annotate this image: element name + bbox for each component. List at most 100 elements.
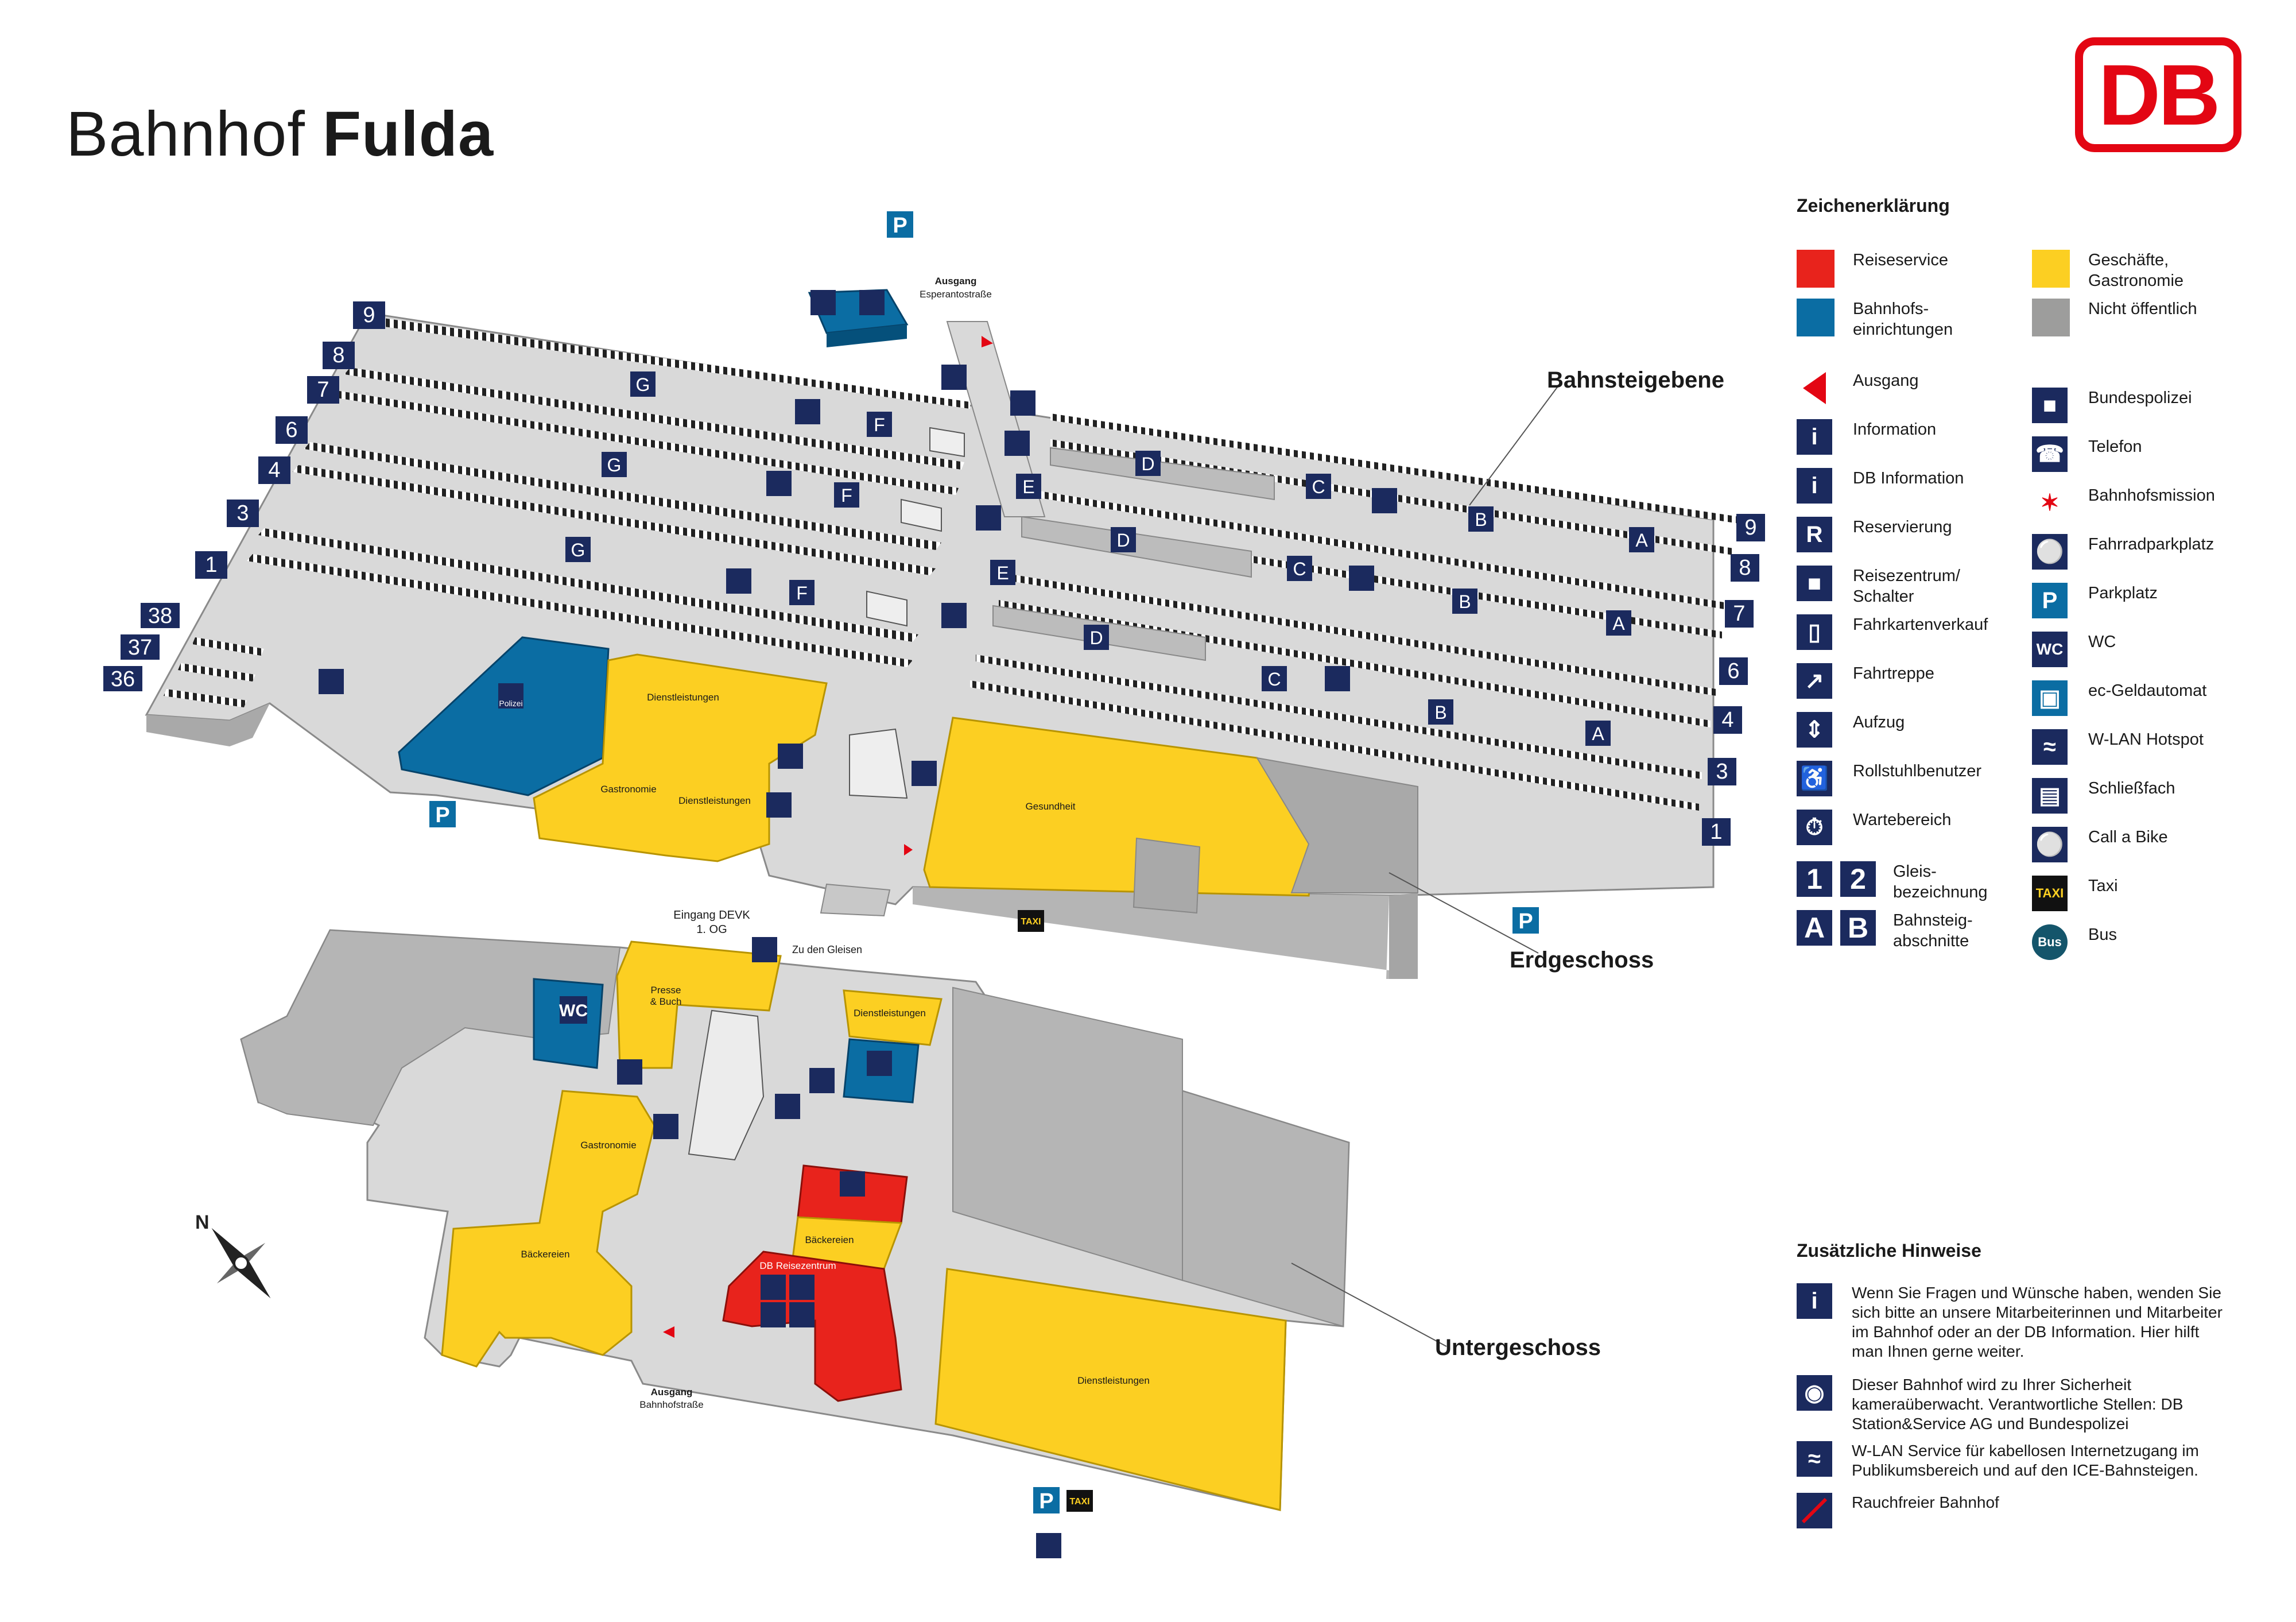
exit-label-top: Ausgang [935, 276, 977, 287]
federal-police-icon [498, 683, 523, 709]
station-name: Fulda [322, 99, 494, 169]
swatch-red [1797, 250, 1835, 288]
travel-center-icon [761, 1302, 786, 1327]
exit-arrow-icon [982, 336, 993, 347]
legend-color-label: Reiseservice [1853, 251, 1948, 269]
section-d-2: D [1116, 530, 1130, 551]
legend-color-label: Geschäfte, [2088, 251, 2169, 269]
waiting-area-icon: ⏱ [1797, 810, 1832, 845]
atm-icon [653, 1114, 678, 1139]
waiting-area-icon [1325, 666, 1350, 691]
track-number-sample: 1 [1797, 861, 1832, 897]
legend-label: Aufzug [1853, 713, 1905, 731]
wc-icon [560, 996, 587, 1024]
label-travel-center: DB Reisezentrum [759, 1260, 836, 1271]
bicycle-parking-icon: ⚪ [2032, 534, 2068, 570]
section-d-3: D [1089, 628, 1103, 648]
federal-police-icon: ■ [2032, 388, 2068, 423]
telephone-icon [1010, 390, 1035, 416]
parking-icon [429, 801, 456, 827]
legend-label: Schließfach [2088, 779, 2175, 798]
reservation-icon [789, 1302, 815, 1327]
waiting-area-icon [766, 471, 792, 496]
wheelchair-icon: ♿ [1797, 761, 1832, 796]
section-f-2: F [841, 485, 852, 506]
legend-color-shops: Geschäfte,Gastronomie [2032, 250, 2183, 291]
information-icon [789, 1275, 815, 1300]
legend-label: W-LAN Hotspot [2088, 730, 2204, 749]
wifi-icon: ≈ [2032, 729, 2068, 765]
information-icon [840, 1171, 865, 1197]
legend-item-police: ■ Bundespolizei [2032, 388, 2192, 423]
entrance-floor: 1. OG [696, 923, 727, 936]
legend-item-travel-center: ■Reisezentrum/Schalter [1797, 566, 1960, 607]
section-c-1: C [1312, 477, 1325, 497]
notes-title: Zusätzliche Hinweise [1797, 1240, 1981, 1261]
taxi-label-1: TAXI [1021, 917, 1041, 927]
label-press: Presse [651, 985, 681, 996]
track-9-right: 9 [1744, 516, 1756, 540]
compass-north: N [195, 1211, 210, 1233]
legend-item-callabike: ⚪Call a Bike [2032, 827, 2168, 862]
legend-item-tickets: ▯Fahrkartenverkauf [1797, 614, 1988, 650]
legend-color-label: einrichtungen [1853, 320, 1953, 339]
legend-label: Gleis- [1893, 862, 1937, 881]
track-7-right: 7 [1733, 602, 1745, 626]
legend-label: Fahrradparkplatz [2088, 535, 2214, 553]
legend-label: Schalter [1853, 587, 1914, 606]
legend-label: Fahrkartenverkauf [1853, 615, 1988, 634]
legend-item-wheelchair: ♿Rollstuhlbenutzer [1797, 761, 1981, 796]
parking-icon [1512, 907, 1539, 934]
legend-item-escalator: ↗Fahrtreppe [1797, 663, 1934, 699]
label-services-3: Dienstleistungen [854, 1008, 926, 1019]
note-wifi: ≈W-LAN Service für kabellosen Internetzu… [1797, 1441, 2225, 1480]
legend-label: Bundespolizei [2088, 389, 2192, 407]
section-e-1: E [1022, 477, 1034, 497]
station-mission-icon [859, 290, 885, 315]
parking-label-1: P [893, 214, 907, 238]
legend-color-facilities: Bahnhofs-einrichtungen [1797, 299, 1953, 340]
locker-icon: ▤ [2032, 778, 2068, 814]
legend-item-locker: ▤ Schließfach [2032, 778, 2175, 814]
taxi-icon: TAXI [2032, 876, 2068, 911]
non-public-block [1256, 757, 1418, 893]
label-bakery-2: Bäckereien [805, 1234, 854, 1245]
swatch-yellow [2032, 250, 2070, 288]
track-1-right: 1 [1710, 820, 1722, 844]
information-icon: i [1797, 1283, 1832, 1319]
legend-label: abschnitte [1893, 932, 1969, 950]
label-bakery-1: Bäckereien [521, 1249, 569, 1260]
basement-level [240, 929, 1350, 1511]
track-6-right: 6 [1727, 659, 1739, 683]
track-1-left: 1 [205, 553, 217, 577]
track-3-left: 3 [236, 501, 249, 525]
legend-label: Information [1853, 420, 1937, 439]
wc-label: WC [559, 1001, 588, 1020]
legend-label: Fahrtreppe [1853, 664, 1934, 683]
section-b-1: B [1475, 509, 1487, 530]
legend-item-wifi: ≈ W-LAN Hotspot [2032, 729, 2204, 765]
section-g-3: G [571, 540, 585, 560]
label-services-2: Dienstleistungen [678, 795, 751, 806]
waiting-area-icon [1372, 488, 1397, 513]
track-4-left: 4 [268, 458, 280, 482]
section-a-2: A [1612, 613, 1625, 634]
bicycle-parking-icon [319, 669, 344, 694]
travel-center-icon: ■ [1797, 566, 1832, 601]
swatch-blue [1797, 299, 1835, 336]
locker-icon [867, 1051, 892, 1076]
bakery-block-west [441, 1090, 656, 1368]
taxi-icon [1018, 910, 1044, 932]
reservation-icon: R [1797, 517, 1832, 552]
atm-icon: ▣ [2032, 680, 2068, 716]
track-7-left: 7 [317, 378, 329, 402]
section-e-2: E [996, 563, 1009, 583]
services-block-east [843, 989, 943, 1046]
